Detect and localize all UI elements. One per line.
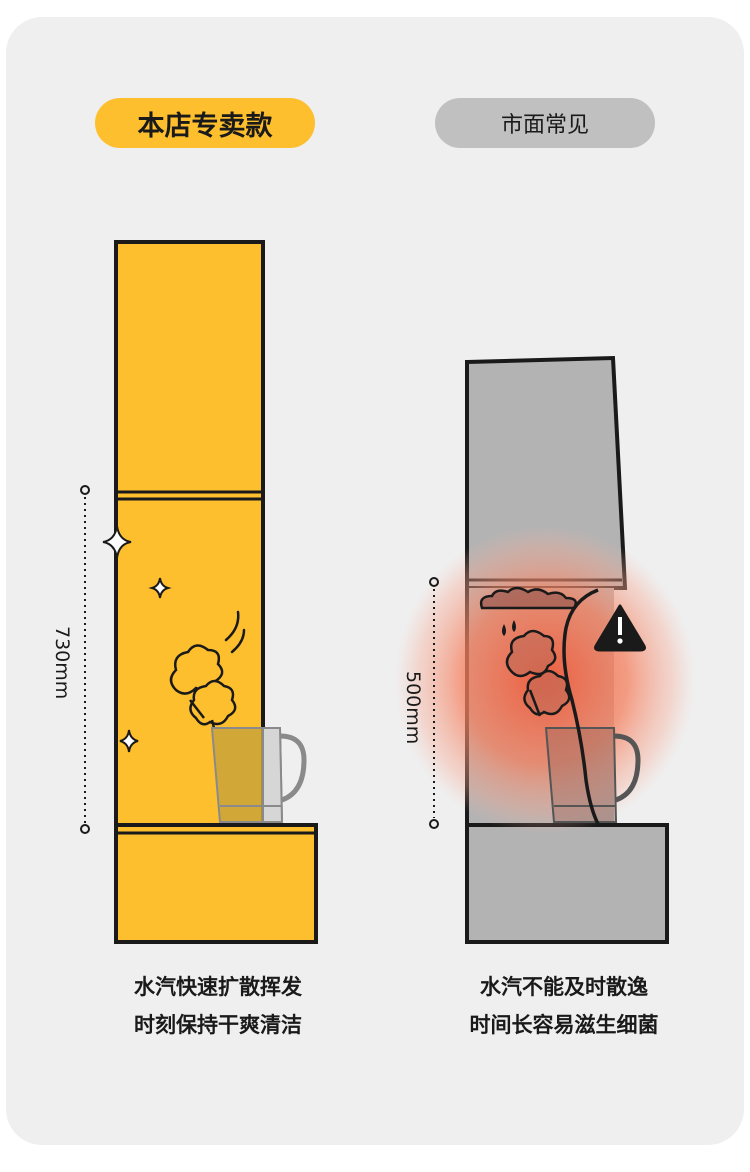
height-dimension-right [429, 577, 439, 829]
sparkle-icon [119, 729, 139, 753]
height-dimension-left [80, 485, 90, 834]
caption-right-line1: 水汽不能及时散逸 [480, 975, 648, 999]
water-drop-icon [512, 620, 516, 632]
power-cord [562, 588, 600, 825]
height-label-right: 500mm [402, 671, 424, 745]
kettle-icon [210, 727, 307, 823]
warning-icon [594, 604, 646, 652]
caption-left: 水汽快速扩散挥发 时刻保持干爽清洁 [68, 968, 368, 1044]
height-label-left: 730mm [51, 626, 73, 700]
motion-lines [224, 610, 246, 654]
badge-store-model: 本店专卖款 [95, 98, 315, 148]
caption-left-line1: 水汽快速扩散挥发 [134, 975, 302, 999]
caption-left-line2: 时刻保持干爽清洁 [134, 1013, 302, 1037]
trapped-steam-cloud-icon [479, 586, 577, 610]
kettle-icon [544, 727, 641, 823]
steam-cloud-icon [505, 629, 571, 717]
caption-right: 水汽不能及时散逸 时间长容易滋生细菌 [414, 968, 714, 1044]
tall-cabinet-left [114, 240, 318, 944]
caption-right-line2: 时间长容易滋生细菌 [469, 1013, 659, 1037]
steam-cloud-icon [169, 644, 237, 729]
sparkle-icon [148, 577, 172, 599]
water-drop-icon [502, 624, 506, 636]
badge-market-common: 市面常见 [435, 98, 655, 148]
sparkle-icon [102, 525, 132, 559]
